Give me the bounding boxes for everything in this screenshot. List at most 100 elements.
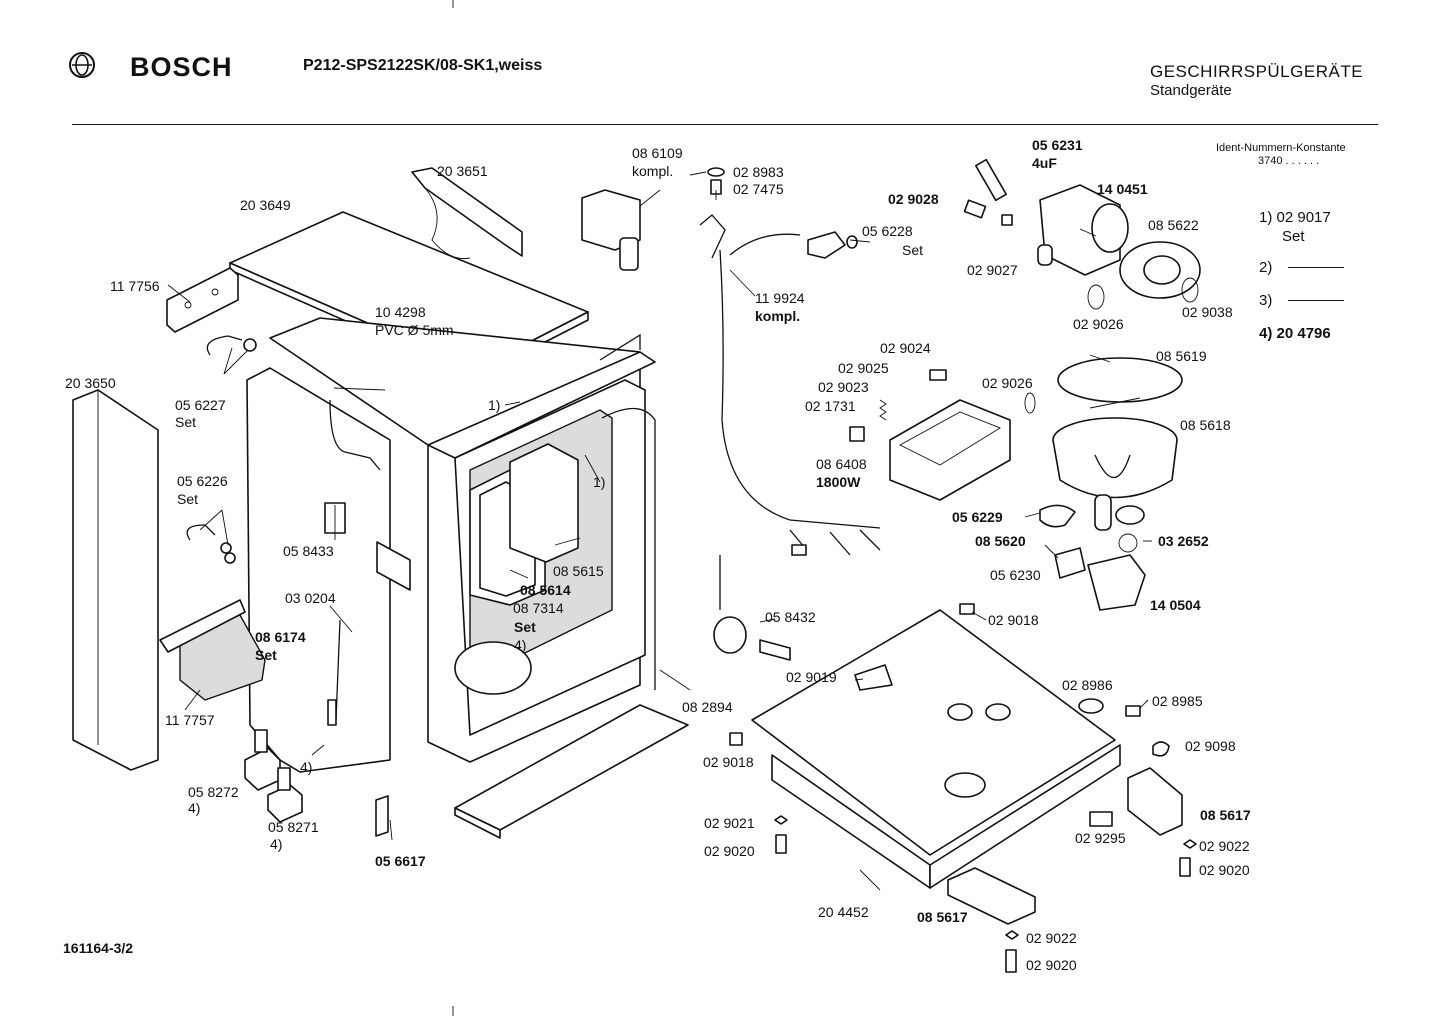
sump-outlet xyxy=(1094,494,1112,531)
part-label-058272: 05 8272 xyxy=(188,784,239,800)
adjustable-foot-a-stem xyxy=(254,729,268,753)
part-label-086408: 08 6408 xyxy=(816,456,867,472)
part-label-footnote: 4) xyxy=(514,637,526,653)
document-number: 161164-3/2 xyxy=(63,940,134,956)
foot-bracket xyxy=(1127,767,1183,836)
part-label-056230: 05 6230 xyxy=(990,567,1041,583)
rear-panel-torn-edge xyxy=(424,187,471,260)
part-label-085618: 08 5618 xyxy=(1180,417,1231,433)
part-label-140451: 14 0451 xyxy=(1097,181,1148,197)
ident-number-value: 3740 . . . . . . xyxy=(1258,155,1320,167)
heater-manifold xyxy=(889,399,1011,501)
rear-top-panel xyxy=(411,167,523,257)
filter-plate xyxy=(509,443,579,563)
pressure-switch-bracket xyxy=(759,639,791,661)
category-subtitle: Standgeräte xyxy=(1150,82,1232,99)
part-label-203649: 20 3649 xyxy=(240,197,291,213)
part-label-footnote: 1) xyxy=(488,397,500,413)
motor-front-ring xyxy=(1091,203,1129,253)
part-label-119924: 11 9924 xyxy=(755,290,805,306)
mounting-bracket-top xyxy=(166,267,239,333)
part-label-030204: 03 0204 xyxy=(285,590,336,606)
part-label-footnote: 4) xyxy=(270,836,282,852)
part-label-027475: 02 7475 xyxy=(733,181,784,197)
part-label-085617: 08 5617 xyxy=(1200,807,1251,823)
part-label-set: Set xyxy=(175,414,196,430)
footnote-1: 1) 02 9017 xyxy=(1259,209,1331,226)
part-label-029020: 02 9020 xyxy=(704,843,755,859)
nut-icon xyxy=(1183,839,1197,849)
part-label-029020: 02 9020 xyxy=(1026,957,1077,973)
drain-hose xyxy=(719,249,881,529)
cable-coil xyxy=(1152,741,1170,757)
part-label-pvc: PVC Ø 5mm xyxy=(375,322,454,338)
part-label-056226: 05 6226 xyxy=(177,473,228,489)
pressure-switch xyxy=(713,616,747,654)
screw xyxy=(775,834,787,854)
part-label-058432: 05 8432 xyxy=(765,609,816,625)
filter-ring-top xyxy=(1057,357,1183,403)
nut-icon xyxy=(1005,930,1019,940)
base-frame xyxy=(751,609,1116,856)
hose-clamp xyxy=(224,552,236,564)
part-label-set: Set xyxy=(255,647,277,663)
motor-bushing xyxy=(1037,244,1053,266)
hose-elbow-top xyxy=(206,335,243,356)
part-label-029022: 02 9022 xyxy=(1026,930,1077,946)
part-label-set: Set xyxy=(177,491,198,507)
tub-sump-opening xyxy=(454,641,532,695)
footnote-3-blank-line xyxy=(1288,300,1344,301)
tub-corner-tab xyxy=(599,333,641,361)
footnote-2: 2) xyxy=(1259,259,1273,276)
footnote-1-set: Set xyxy=(1282,228,1305,245)
clip-part xyxy=(375,795,389,837)
part-label-056229: 05 6229 xyxy=(952,509,1003,525)
part-label-032652: 03 2652 xyxy=(1158,533,1209,549)
insulation-bracket xyxy=(159,599,246,653)
clip-bracket xyxy=(854,664,893,691)
part-label-021731: 02 1731 xyxy=(805,398,856,414)
part-label-1800w: 1800W xyxy=(816,474,861,490)
small-spacer xyxy=(1001,214,1013,226)
part-label-028985: 02 8985 xyxy=(1152,693,1203,709)
tub-top-lip xyxy=(427,351,656,459)
float-cap xyxy=(1078,698,1104,714)
seal-ring xyxy=(1118,533,1138,553)
part-label-footnote: 4) xyxy=(188,800,200,816)
part-label-104298: 10 4298 xyxy=(375,304,426,320)
hose-connector xyxy=(807,231,846,259)
part-label-085617: 08 5617 xyxy=(917,909,968,925)
spring xyxy=(879,399,887,421)
part-label-set: Set xyxy=(514,619,536,635)
stopper xyxy=(729,732,743,746)
hose-clamp xyxy=(243,338,257,352)
sump-bowl-side xyxy=(1052,439,1178,499)
part-label-085614: 08 5614 xyxy=(520,582,571,598)
door-cable-end xyxy=(327,699,337,726)
part-label-029022: 02 9022 xyxy=(1199,838,1250,854)
footnote-3: 3) xyxy=(1259,292,1273,309)
part-label-029025: 02 9025 xyxy=(838,360,889,376)
part-label-056617: 05 6617 xyxy=(375,853,426,869)
part-label-085620: 08 5620 xyxy=(975,533,1026,549)
switch-small xyxy=(849,426,865,442)
footnote-4: 4) 20 4796 xyxy=(1259,325,1331,342)
ident-number-title: Ident-Nummern-Konstante xyxy=(1216,142,1346,154)
bosch-armature-logo-icon xyxy=(69,52,95,78)
part-label-029026: 02 9026 xyxy=(982,375,1033,391)
part-label-086174: 08 6174 xyxy=(255,629,306,645)
screw xyxy=(1005,949,1017,973)
part-label-footnote: 4) xyxy=(300,759,312,775)
part-label-203651: 20 3651 xyxy=(437,163,488,179)
part-label-4uf: 4uF xyxy=(1032,155,1057,171)
part-label-117757: 11 7757 xyxy=(165,712,215,728)
heater-manifold-top xyxy=(899,411,1001,466)
foot-bracket-front xyxy=(947,867,1036,925)
sump-outlet-ring xyxy=(1115,505,1145,525)
part-label-204452: 20 4452 xyxy=(818,904,869,920)
part-label-029027: 02 9027 xyxy=(967,262,1018,278)
wire-connector xyxy=(791,544,807,556)
drain-connector xyxy=(1054,547,1086,579)
part-label-203650: 20 3650 xyxy=(65,375,116,391)
door-inner-panel xyxy=(246,367,391,773)
